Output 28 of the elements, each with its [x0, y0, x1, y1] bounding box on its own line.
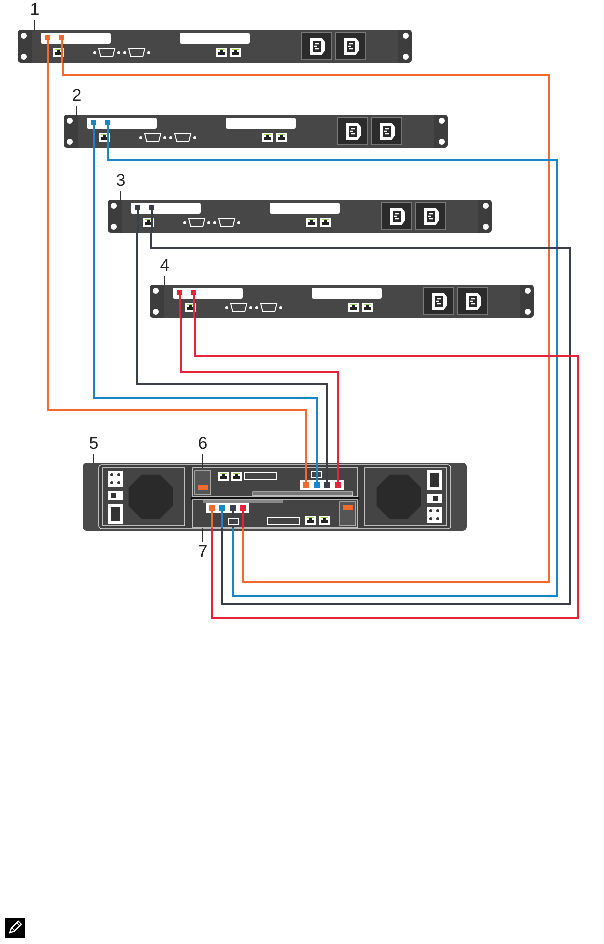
server-drawing [108, 200, 492, 233]
leader-line [164, 276, 166, 286]
leader-line [202, 454, 204, 468]
cable [107, 148, 558, 597]
cable [180, 318, 339, 468]
controller-module-drawing [193, 468, 358, 497]
storage-enclosure-drawing [83, 463, 467, 531]
leader-line [120, 190, 122, 200]
callout-number: 6 [196, 434, 210, 454]
cable [136, 233, 328, 468]
cable [150, 233, 571, 605]
server-drawing [18, 30, 412, 63]
callout-number: 3 [114, 171, 128, 191]
leader-line [202, 528, 204, 542]
callout-number: 5 [87, 434, 101, 454]
callout-number: 1 [28, 0, 42, 20]
cable [194, 318, 579, 619]
controller-module-drawing [193, 500, 358, 528]
server-drawing [150, 285, 534, 318]
callout-number: 2 [70, 86, 84, 106]
cable [93, 148, 318, 468]
cable [47, 63, 307, 468]
callout-number: 7 [196, 542, 210, 562]
server-drawing [64, 115, 448, 148]
cable [62, 62, 550, 583]
leader-line [34, 20, 36, 30]
leader-line [76, 106, 78, 116]
callout-number: 4 [158, 256, 172, 276]
